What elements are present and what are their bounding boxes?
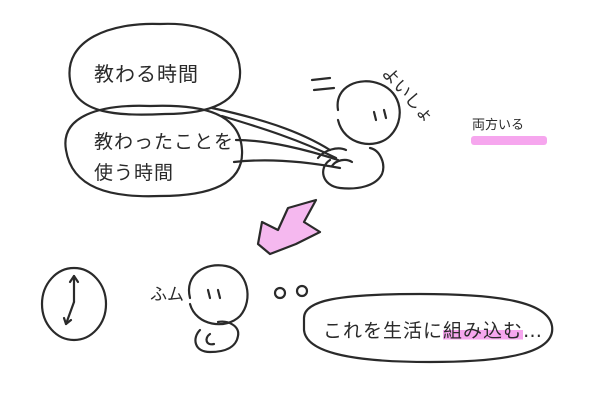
speech-bubble-middle-tail [234,138,340,162]
speech-bubble-top-tail [210,106,332,152]
character-top-head [336,80,401,145]
bubble-middle-line1: 教わったことを [94,131,235,153]
speech-bubble-middle [64,104,244,198]
character-bottom-body [194,320,240,354]
highlight-swatch [471,136,547,145]
clock-icon [40,266,108,342]
character-bottom-head [187,264,249,326]
legend-note: 両方いる [472,118,525,133]
speech-bubble-top [68,22,242,116]
thought-highlight: 組み込む [443,320,524,342]
arrow-down-icon [256,198,322,256]
thought-bubble [302,292,554,364]
bubble-top-text: 教わる時間 [94,62,199,86]
bubble-middle-line2: 使う時間 [94,162,175,184]
thought-after: … [523,320,544,342]
murmur-text: ふム [150,285,184,305]
character-top-body [322,146,385,190]
thought-text: これを生活に組み込む… [323,316,543,343]
thought-before: これを生活に [323,320,444,342]
